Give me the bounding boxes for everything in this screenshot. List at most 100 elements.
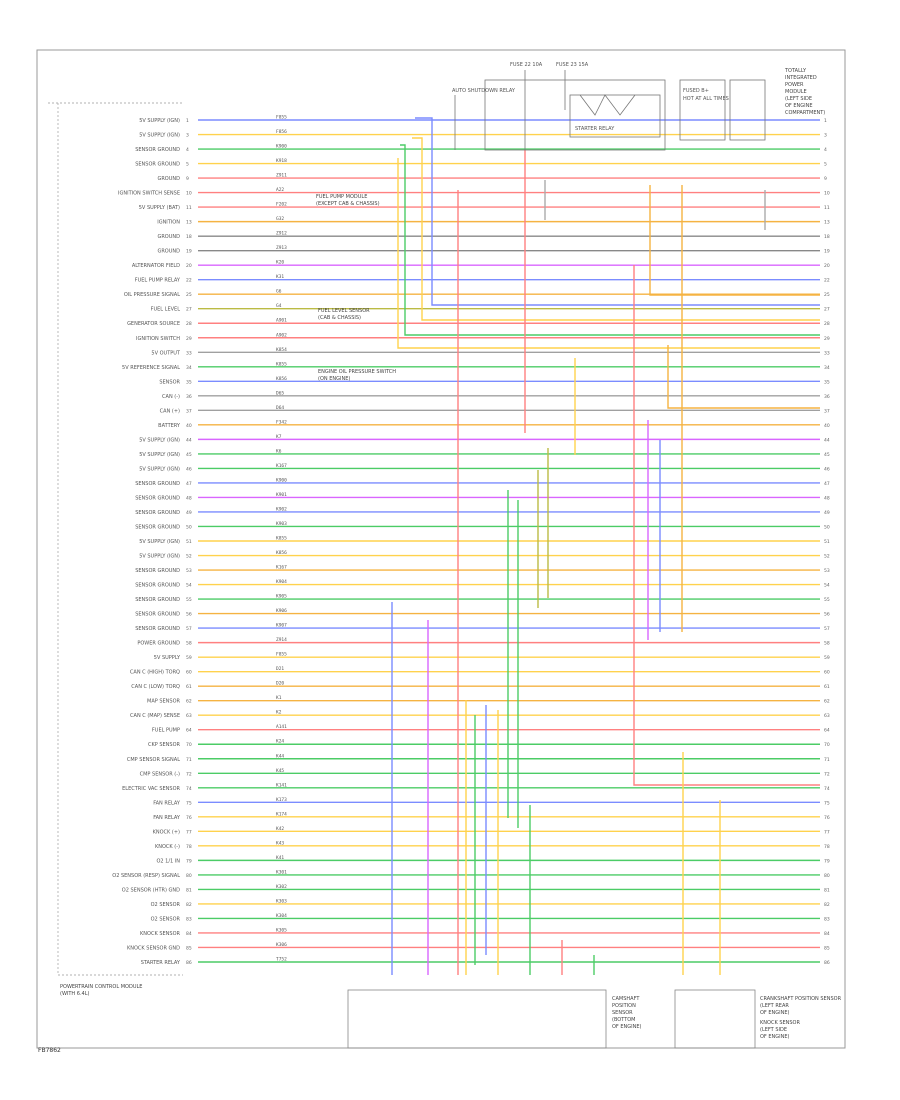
camshaft-sensor-box — [347, 989, 607, 1049]
pin-label: FUEL LEVEL — [151, 307, 181, 313]
pin-number-right: 85 — [824, 945, 830, 951]
pin-number-right: 45 — [824, 452, 830, 458]
pin-label: BATTERY — [158, 423, 181, 429]
pin-number: 18 — [186, 234, 192, 240]
pin-number: 76 — [186, 815, 192, 821]
pin-number: 82 — [186, 902, 192, 908]
pin-label: SENSOR GROUND — [135, 568, 180, 574]
wire-code: K855 — [276, 361, 287, 367]
pin-number: 50 — [186, 524, 192, 530]
wire-code: K907 — [276, 623, 287, 629]
wire-code: K856 — [276, 376, 287, 382]
top-right-note: TOTALLY INTEGRATED POWER MODULE (LEFT SI… — [784, 68, 825, 116]
wire-code: K1 — [276, 695, 282, 701]
wire-code: K904 — [276, 579, 287, 585]
pin-number-right: 34 — [824, 365, 830, 371]
wire-code: K306 — [276, 942, 287, 948]
pin-number: 81 — [186, 887, 192, 893]
annotation: FUEL LEVEL SENSOR — [318, 308, 370, 314]
pin-number-right: 22 — [824, 278, 830, 284]
vertical-wire — [633, 265, 820, 786]
pin-number-right: 58 — [824, 641, 830, 647]
wire-code: K6 — [276, 448, 282, 454]
pin-number: 72 — [186, 771, 192, 777]
pin-number: 34 — [186, 365, 192, 371]
top-labels-group: FUSE 22 10A FUSE 23 15A AUTO SHUTDOWN RE… — [452, 62, 729, 132]
note-line: INTEGRATED — [785, 75, 817, 81]
pin-number-right: 54 — [824, 583, 830, 589]
pin-label: OIL PRESSURE SIGNAL — [124, 292, 180, 298]
pin-number-right: 20 — [824, 263, 830, 269]
pin-number-right: 33 — [824, 350, 830, 356]
pin-number: 71 — [186, 757, 192, 763]
pin-label: 5V SUPPLY (BAT) — [139, 205, 180, 211]
pin-number-right: 80 — [824, 873, 830, 879]
wire-code: A901 — [276, 318, 287, 324]
pin-number-right: 50 — [824, 524, 830, 530]
pin-label: ALTERNATOR FIELD — [132, 263, 180, 269]
pin-number: 75 — [186, 800, 192, 806]
pin-number: 62 — [186, 699, 192, 705]
wire-code: G4 — [276, 303, 282, 309]
pin-label: CAN C (MAP) SENSE — [130, 713, 180, 719]
wire-code: K856 — [276, 550, 287, 556]
pin-number: 78 — [186, 844, 192, 850]
tipm-right-box — [679, 79, 726, 141]
pin-number: 29 — [186, 336, 192, 342]
note-line: (LEFT SIDE — [785, 96, 812, 102]
pin-label: CAN C (HIGH) TORQ — [130, 670, 180, 676]
wire-code: K905 — [276, 594, 287, 600]
pin-number: 60 — [186, 670, 192, 676]
pin-number: 20 — [186, 263, 192, 269]
pin-number: 11 — [186, 205, 192, 211]
pin-label: CKP SENSOR — [148, 742, 181, 748]
pin-number: 55 — [186, 597, 192, 603]
pin-label: GENERATOR SOURCE — [127, 321, 180, 327]
wire-code: K901 — [276, 492, 287, 498]
wire-code: Z912 — [276, 231, 287, 237]
pin-label: FAN RELAY — [153, 800, 181, 806]
pin-label: FAN RELAY — [153, 815, 181, 821]
pin-number: 28 — [186, 321, 192, 327]
box-line: CRANKSHAFT POSITION SENSOR — [760, 996, 842, 1002]
pin-number-right: 28 — [824, 321, 830, 327]
pin-number: 85 — [186, 945, 192, 951]
pin-number-right: 40 — [824, 423, 830, 429]
pin-label: 5V SUPPLY (IGN) — [139, 466, 180, 472]
pin-label: 5V SUPPLY (IGN) — [139, 437, 180, 443]
annotation: FUEL PUMP MODULE — [316, 194, 367, 200]
pin-number: 27 — [186, 307, 192, 313]
annotation: (CAB & CHASSIS) — [318, 315, 361, 321]
pin-label: ELECTRIC VAC SENSOR — [122, 786, 180, 792]
pin-number: 44 — [186, 437, 192, 443]
wire-code: K906 — [276, 608, 287, 614]
wire-code: K304 — [276, 913, 287, 919]
vertical-wire — [415, 117, 820, 306]
annotations-group: FUEL PUMP MODULE (EXCEPT CAB & CHASSIS) … — [316, 194, 396, 382]
pin-number: 13 — [186, 220, 192, 226]
pin-number-right: 37 — [824, 408, 830, 414]
pin-number-right: 29 — [824, 336, 830, 342]
note-line: COMPARTMENT) — [785, 110, 825, 116]
pin-number: 51 — [186, 539, 192, 545]
pin-number: 47 — [186, 481, 192, 487]
box-line: KNOCK SENSOR — [760, 1020, 800, 1026]
pin-label: 5V OUTPUT — [151, 350, 181, 356]
pin-label: 5V SUPPLY (IGN) — [139, 452, 180, 458]
pin-number-right: 84 — [824, 931, 830, 937]
pin-number-right: 82 — [824, 902, 830, 908]
top-label: AUTO SHUTDOWN RELAY — [452, 88, 516, 94]
pin-number: 40 — [186, 423, 192, 429]
pin-number-right: 86 — [824, 960, 830, 966]
box-line: (LEFT REAR — [760, 1003, 789, 1009]
wire-code: K20 — [276, 260, 284, 266]
pin-label: KNOCK (+) — [153, 829, 180, 835]
pin-label: 5V SUPPLY (IGN) — [139, 133, 180, 139]
pin-number-right: 79 — [824, 858, 830, 864]
pin-number: 84 — [186, 931, 192, 937]
wire-code: K173 — [276, 797, 287, 803]
pin-number: 63 — [186, 713, 192, 719]
wire-code: K303 — [276, 898, 287, 904]
pin-number: 49 — [186, 510, 192, 516]
